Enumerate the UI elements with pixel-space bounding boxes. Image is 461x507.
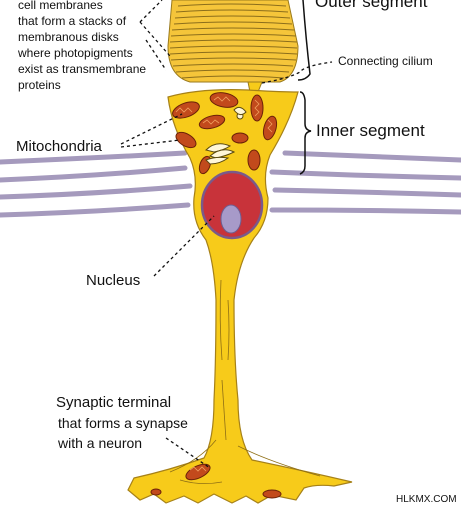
- golgi-apparatus-icon: [205, 106, 247, 165]
- labels: cell membranes that form a stacks of mem…: [16, 0, 457, 505]
- mitochondria-label: Mitochondria: [16, 138, 103, 155]
- mitochondrion: [209, 92, 239, 108]
- mitochondria-cristae: [175, 96, 273, 472]
- axon-texture: [169, 279, 321, 484]
- nucleus-label: Nucleus: [86, 272, 140, 289]
- synaptic-label-line3: with a neuron: [57, 435, 142, 451]
- mitochondrion: [262, 489, 282, 499]
- membrane-label-line2: that form a stacks of: [18, 14, 127, 28]
- mitochondrion: [247, 149, 261, 171]
- mitochondrion: [250, 94, 264, 122]
- synaptic-label-line2: that forms a synapse: [58, 415, 188, 431]
- mitochondrion: [150, 488, 162, 496]
- inner-segment-label: Inner segment: [316, 121, 425, 140]
- nucleus: [200, 170, 264, 240]
- membrane-label-line5: exist as transmembrane: [18, 62, 146, 76]
- mitochondrion: [185, 463, 211, 481]
- mitochondria-group: [150, 92, 282, 499]
- watermark: HLKMX.COM: [396, 494, 457, 505]
- mitochondrion: [175, 131, 197, 149]
- membrane-label-line6: proteins: [18, 78, 61, 92]
- mitochondrion: [262, 115, 278, 141]
- mitochondrion: [231, 132, 249, 144]
- membrane-label-line3: membranous disks: [18, 30, 119, 44]
- annotation-lines: [120, 0, 333, 469]
- outer-segment: [167, 0, 299, 83]
- mitochondrion: [198, 114, 226, 130]
- membrane-label-line1: cell membranes: [18, 0, 103, 12]
- synaptic-label-line1: Synaptic terminal: [56, 394, 171, 411]
- membrane-label-line4: where photopigments: [17, 46, 133, 60]
- nucleolus: [220, 204, 242, 234]
- cell-body: [127, 89, 353, 504]
- outer-segment-label: Outer segment: [315, 0, 428, 11]
- connecting-cilium-label: Connecting cilium: [338, 54, 433, 68]
